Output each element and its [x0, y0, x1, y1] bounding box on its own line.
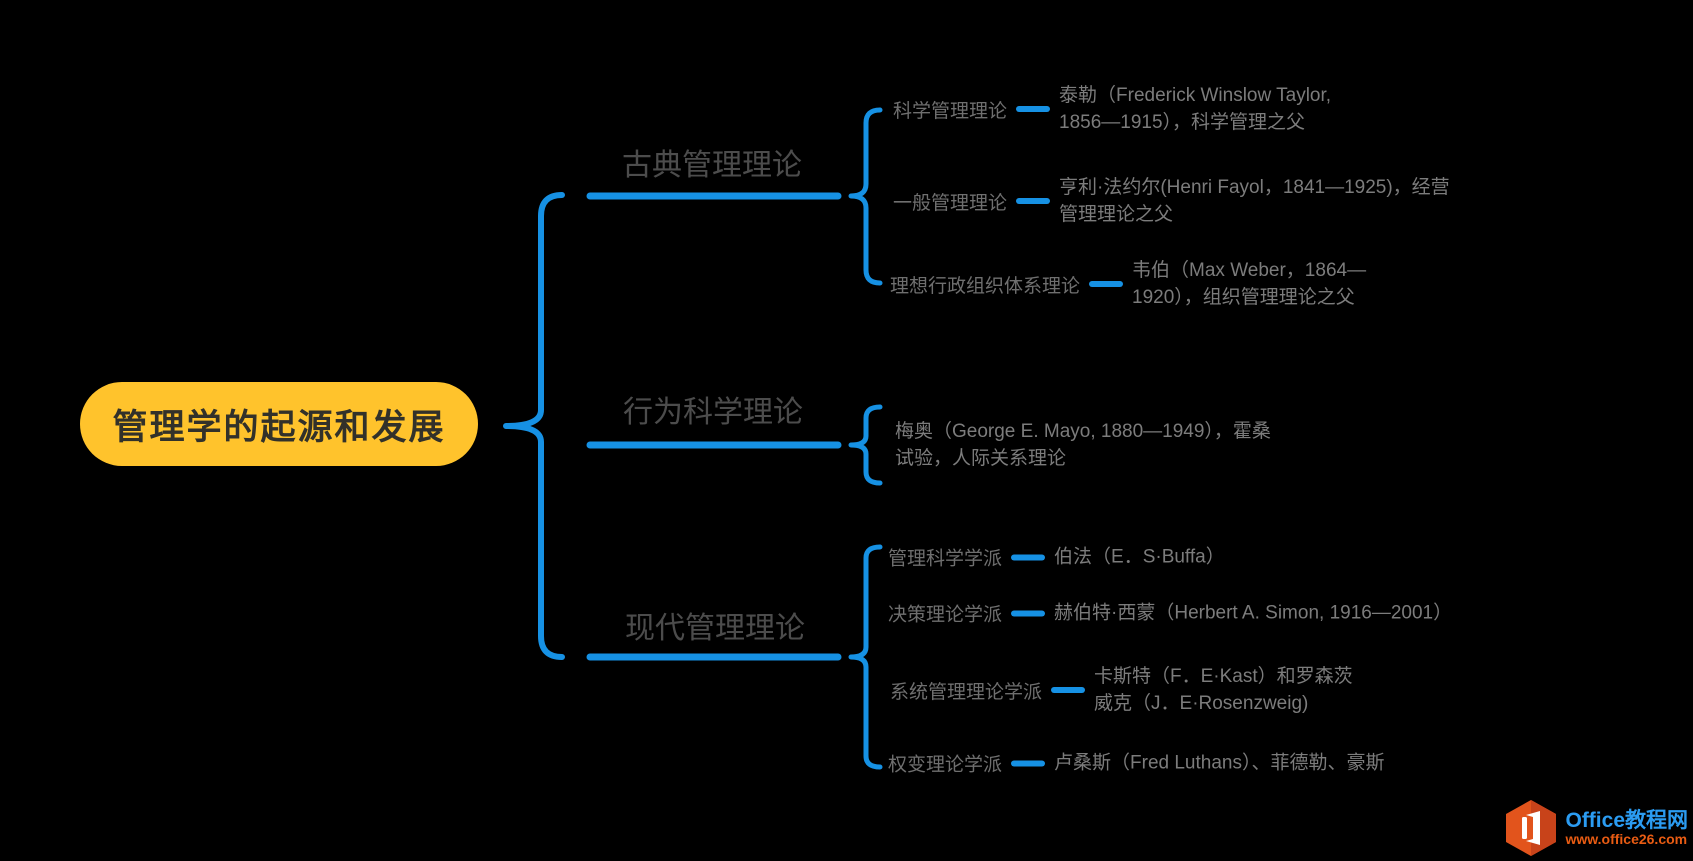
watermark-brand: Office教程网 [1565, 808, 1688, 832]
branch-node-classical-theory[interactable]: 古典管理理论 [622, 149, 802, 182]
classical-brace [848, 107, 883, 286]
subtopic-node[interactable]: 管理科学学派 [888, 548, 1003, 570]
branch-node-behavioral-science[interactable]: 行为科学理论 [623, 396, 803, 429]
connector-dash [1011, 554, 1046, 560]
connector-dash [1016, 106, 1051, 112]
subtopic-node[interactable]: 一般管理理论 [893, 192, 1008, 214]
connector-dash [1089, 281, 1124, 287]
modern-brace [848, 544, 883, 770]
root-node[interactable]: 管理学的起源和发展 [80, 382, 478, 466]
root-brace [503, 192, 565, 660]
root-node-label: 管理学的起源和发展 [112, 407, 446, 447]
node-row-contingency-theory-school: 权变理论学派 卢桑斯（Fred Luthans）、菲德勒、豪斯 [888, 750, 1384, 777]
node-row-mayo: 梅奥（George E. Mayo, 1880—1949），霍桑试验，人际关系理… [895, 418, 1280, 472]
node-row-management-science-school: 管理科学学派 伯法（E．S·Buffa） [888, 544, 1225, 571]
node-row-ideal-bureaucracy: 理想行政组织体系理论 韦伯（Max Weber，1864—1920），组织管理理… [890, 257, 1412, 311]
behavioral-brace [848, 404, 883, 486]
subtopic-node[interactable]: 科学管理理论 [893, 100, 1008, 122]
detail-node[interactable]: 赫伯特·西蒙（Herbert A. Simon, 1916—2001） [1054, 602, 1453, 624]
connector-dash [1011, 610, 1046, 616]
detail-node[interactable]: 韦伯（Max Weber，1864—1920），组织管理理论之父 [1132, 260, 1367, 308]
detail-node[interactable]: 伯法（E．S·Buffa） [1054, 546, 1225, 568]
office-logo-icon [1506, 800, 1557, 856]
detail-node[interactable]: 梅奥（George E. Mayo, 1880—1949），霍桑试验，人际关系理… [895, 421, 1271, 469]
branch-node-modern-theory[interactable]: 现代管理理论 [625, 612, 805, 645]
detail-node[interactable]: 泰勒（Frederick Winslow Taylor, 1856—1915），… [1059, 85, 1332, 133]
watermark: Office教程网 www.office26.com [1504, 799, 1688, 857]
node-row-general-management: 一般管理理论 亨利·法约尔(Henri Fayol，1841—1925)，经营管… [893, 174, 1459, 228]
connector-dash [1016, 198, 1051, 204]
watermark-url: www.office26.com [1565, 830, 1688, 847]
subtopic-node[interactable]: 系统管理理论学派 [890, 681, 1043, 703]
detail-node[interactable]: 亨利·法约尔(Henri Fayol，1841—1925)，经营管理理论之父 [1059, 177, 1450, 225]
watermark-text: Office教程网 www.office26.com [1565, 808, 1688, 847]
node-row-decision-theory-school: 决策理论学派 赫伯特·西蒙（Herbert A. Simon, 1916—200… [888, 600, 1452, 627]
subtopic-node[interactable]: 理想行政组织体系理论 [890, 275, 1081, 297]
connector-dash [1011, 760, 1046, 766]
connector-dash [1051, 687, 1086, 693]
detail-node[interactable]: 卡斯特（F．E·Kast）和罗森茨威克（J．E·Rosenzweig) [1094, 666, 1353, 714]
subtopic-node[interactable]: 决策理论学派 [888, 604, 1003, 626]
detail-node[interactable]: 卢桑斯（Fred Luthans）、菲德勒、豪斯 [1054, 752, 1385, 774]
node-row-systems-management-school: 系统管理理论学派 卡斯特（F．E·Kast）和罗森茨威克（J．E·Rosenzw… [890, 663, 1366, 717]
node-row-scientific-management: 科学管理理论 泰勒（Frederick Winslow Taylor, 1856… [893, 82, 1369, 136]
subtopic-node[interactable]: 权变理论学派 [888, 754, 1003, 776]
